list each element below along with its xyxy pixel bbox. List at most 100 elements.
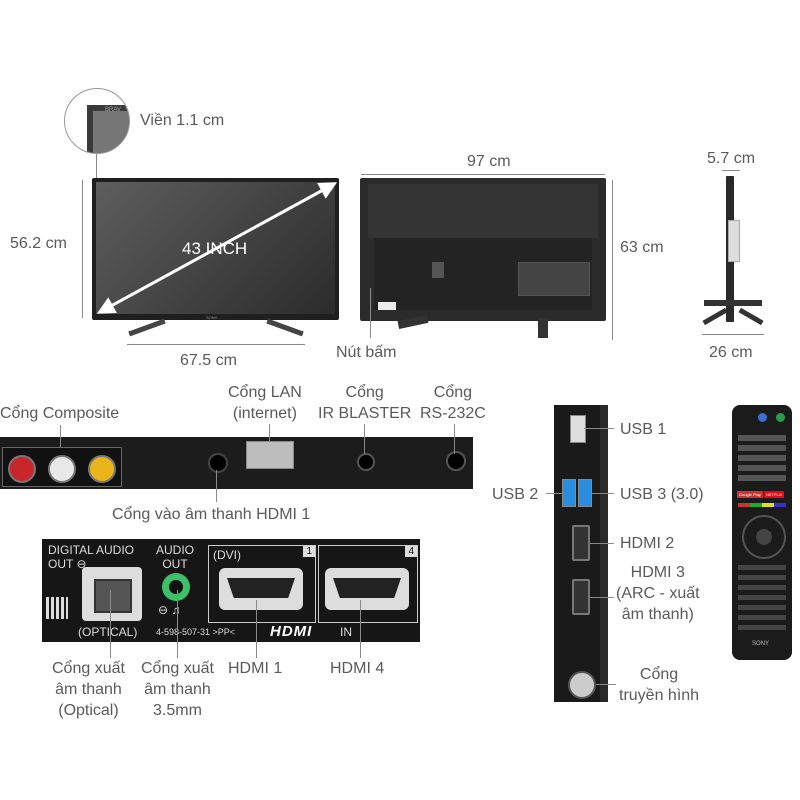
depth-panel-dimension xyxy=(722,170,740,171)
remote-dpad xyxy=(742,515,786,559)
ir-leader xyxy=(364,424,365,454)
hdmi4-leader xyxy=(360,600,361,658)
remote-netflix-button: NETFLIX xyxy=(764,491,785,498)
rs232-leader xyxy=(454,424,455,454)
optical-port xyxy=(82,567,142,621)
rs232-port xyxy=(446,451,466,471)
height-total-label: 63 cm xyxy=(620,239,664,256)
part-code: 4-598-507-31 >PP< xyxy=(156,627,236,637)
usb2-port xyxy=(562,479,576,507)
audio-35-leader xyxy=(177,590,178,658)
width-total-dimension xyxy=(361,174,605,175)
side-port-strip xyxy=(0,437,473,489)
dvi-tag: (DVI) xyxy=(213,548,241,562)
bezel-badge: BRAV xyxy=(105,107,121,113)
hdmi4-box: 4 xyxy=(318,545,418,623)
remote-numpad xyxy=(738,435,786,485)
hdmi3-leader xyxy=(590,597,614,598)
bezel-leader xyxy=(96,152,97,180)
width-stand-dimension xyxy=(127,344,305,345)
composite-label: Cổng Composite xyxy=(0,405,120,422)
lan-port xyxy=(246,441,294,469)
remote-mic-button xyxy=(758,413,767,422)
usb1-port xyxy=(570,415,586,443)
tv-back-foot-right xyxy=(538,318,548,338)
qr-code xyxy=(46,597,68,619)
button-label: Nút bấm xyxy=(336,344,397,361)
optical-leader xyxy=(110,590,111,658)
hdmi1-port xyxy=(219,568,303,610)
remote-brand: SONY xyxy=(752,641,770,647)
hdmi1-label: HDMI 1 xyxy=(228,660,283,677)
rca-red-port xyxy=(8,455,36,483)
audio-35-jack xyxy=(162,573,190,601)
vertical-port-panel xyxy=(554,405,608,702)
rca-yellow-port xyxy=(88,455,116,483)
lan-label: Cổng LAN(internet) xyxy=(228,384,302,422)
hdmi1-leader xyxy=(256,600,257,658)
usb1-leader xyxy=(584,428,614,429)
depth-stand-label: 26 cm xyxy=(709,344,753,361)
tv-back-body xyxy=(360,178,606,321)
width-total-label: 97 cm xyxy=(467,153,511,170)
remote-google-play-button: Google Play xyxy=(737,491,763,498)
optical-tag: (OPTICAL) xyxy=(78,625,138,639)
usb2-label: USB 2 xyxy=(492,486,539,503)
bezel-zoom-circle: BRAV xyxy=(64,88,130,154)
composite-leader xyxy=(60,425,61,447)
hdmi-in-tag: IN xyxy=(340,625,352,639)
hdmi-audio-in-leader xyxy=(216,470,217,502)
usb3-leader xyxy=(592,493,614,494)
remote-power-button xyxy=(776,413,785,422)
depth-stand-dimension xyxy=(702,334,764,335)
remote-color-keys xyxy=(738,503,786,507)
height-front-dimension xyxy=(82,180,83,318)
port-num-1: 1 xyxy=(303,546,315,557)
screen-size-label: 43 INCH xyxy=(182,239,248,258)
tv-side-neck xyxy=(728,220,740,262)
tv-front-logo: SONY xyxy=(206,315,218,320)
usb1-label: USB 1 xyxy=(620,421,667,438)
usb2-leader xyxy=(546,493,562,494)
hdmi4-label: HDMI 4 xyxy=(330,660,385,677)
hdmi2-label: HDMI 2 xyxy=(620,535,675,552)
usb3-port xyxy=(578,479,592,507)
hdmi3-port xyxy=(572,579,590,615)
remote-lower-keys xyxy=(738,565,786,635)
ir-port xyxy=(357,453,375,471)
back-port-panel xyxy=(518,262,590,296)
tv-side-stand xyxy=(704,300,762,306)
headphone-icon: ⊖ ♫ xyxy=(158,603,181,617)
hdmi-audio-in-label: Cổng vào âm thanh HDMI 1 xyxy=(112,506,311,523)
hdmi2-port xyxy=(572,525,590,561)
hdmi4-port xyxy=(325,568,409,610)
back-button-module xyxy=(378,302,396,310)
depth-panel-label: 5.7 cm xyxy=(707,150,756,167)
lan-leader xyxy=(269,424,270,442)
antenna-port xyxy=(568,671,596,699)
hdmi-logo: HDMI xyxy=(270,623,313,640)
height-front-label: 56.2 cm xyxy=(10,235,67,252)
usb3-label: USB 3 (3.0) xyxy=(620,486,704,503)
button-leader xyxy=(370,288,371,338)
antenna-leader xyxy=(596,684,616,685)
bezel-label: Viền 1.1 cm xyxy=(140,112,225,129)
height-total-dimension xyxy=(612,180,613,340)
rca-white-port xyxy=(48,455,76,483)
remote-control: Google Play NETFLIX SONY xyxy=(732,405,792,660)
port-num-4: 4 xyxy=(405,546,417,557)
hdmi1-box: (DVI) 1 xyxy=(208,545,316,623)
hdmi2-leader xyxy=(590,543,614,544)
hdmi-audio-in-jack xyxy=(208,453,228,473)
width-stand-label: 67.5 cm xyxy=(180,352,237,369)
